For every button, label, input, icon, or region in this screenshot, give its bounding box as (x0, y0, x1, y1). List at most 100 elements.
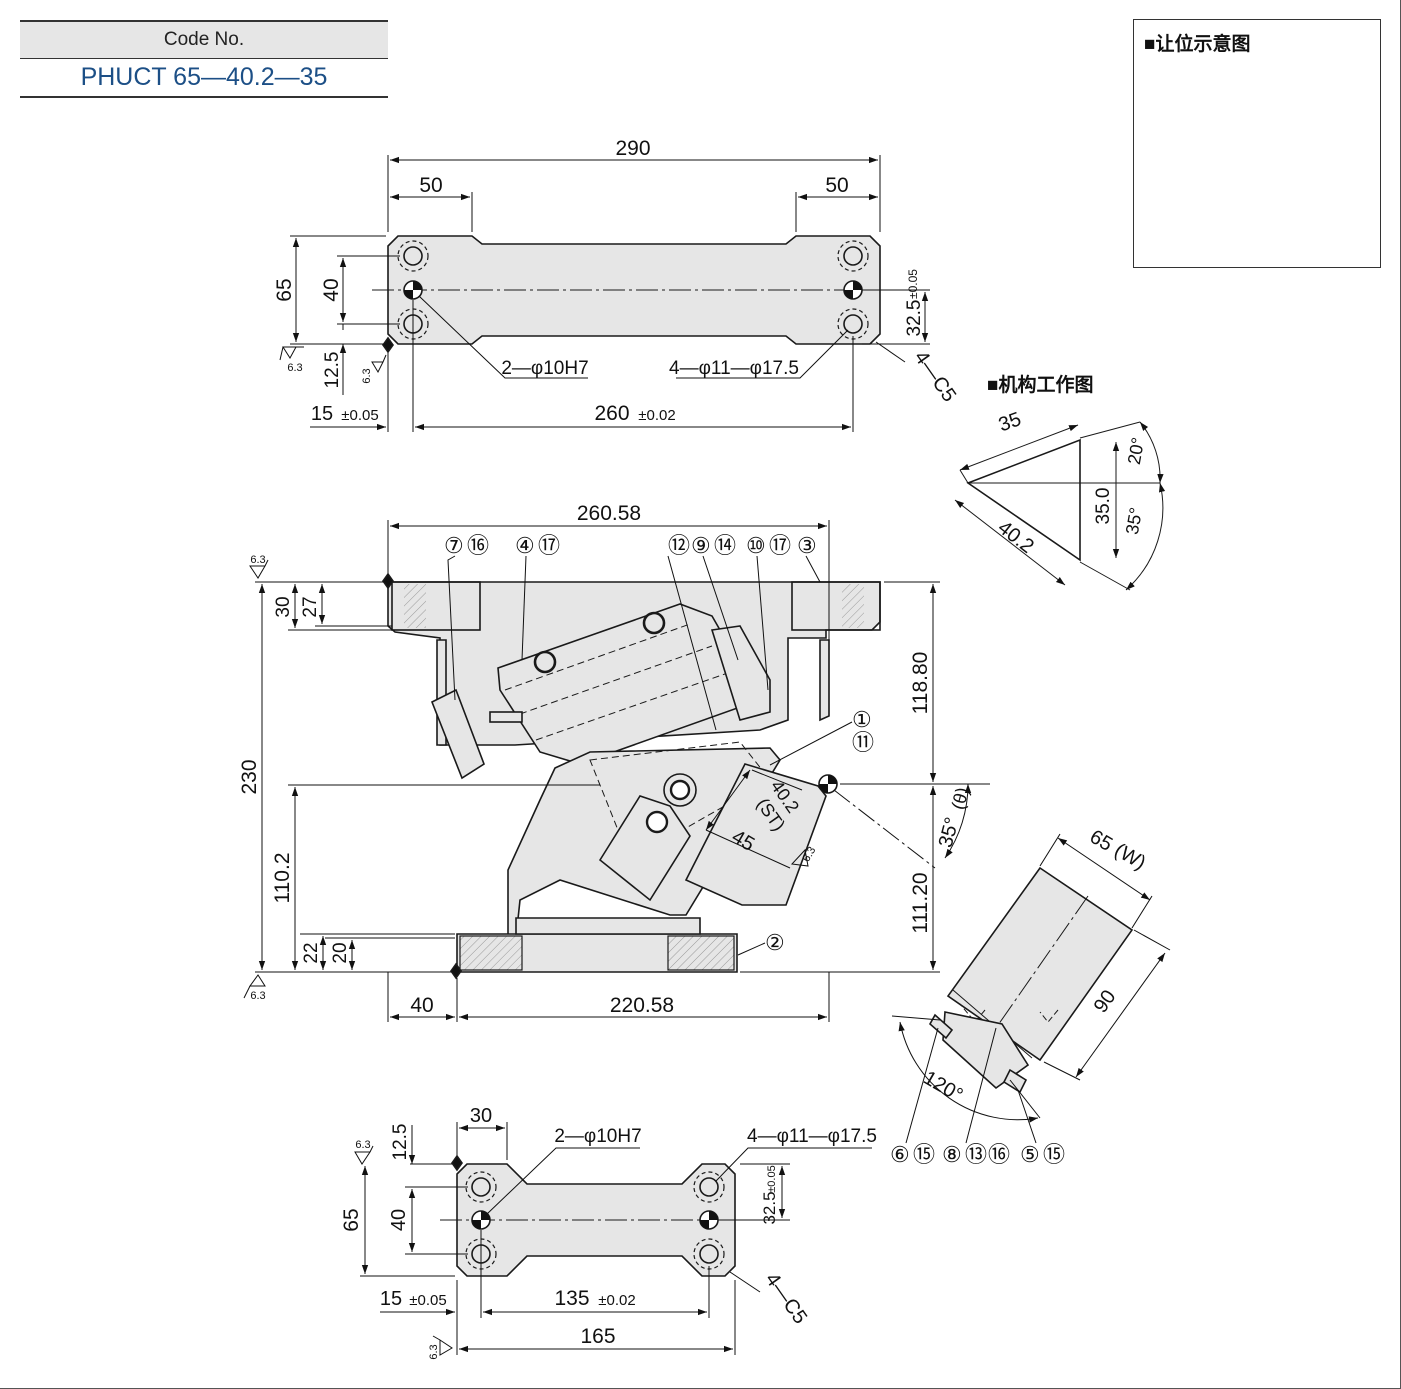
dim-40: 40 (320, 278, 343, 301)
dim-65: 65 (273, 278, 296, 301)
datum-marker-icon (451, 1154, 463, 1172)
angle-120: 120° (920, 1067, 967, 1107)
callout-9-14: ⑨ (691, 533, 711, 558)
dim-40: 40 (410, 994, 433, 1017)
front-view (382, 572, 881, 980)
roughness-63: 6.3 (250, 554, 265, 566)
tol-32-5: ±0.05 (906, 269, 920, 299)
dim-32-5: 32.5 (904, 300, 925, 337)
dim-110-2: 110.2 (271, 853, 294, 904)
roughness-63: 6.3 (355, 1139, 370, 1151)
callout-8-13-16: ⑯ (988, 1142, 1010, 1167)
front-view-dimensions (243, 520, 990, 1022)
reference-point-icon (818, 774, 838, 794)
callout-10-17: ⑩ (746, 533, 766, 558)
stopper-block (684, 763, 827, 906)
code-number-block: Code No. PHUCT 65—40.2—35 (20, 20, 388, 98)
clearance-inset: ■让位示意图 (1133, 19, 1381, 268)
datum-marker-icon (382, 572, 394, 590)
dim-20: 20 (330, 942, 351, 963)
width-value: 65 (1086, 826, 1116, 856)
pin-hole-icon (471, 1210, 719, 1230)
dim-15: 15 (311, 403, 333, 425)
callout-12: ⑫ (668, 533, 690, 558)
base-plate-outline (456, 1163, 736, 1277)
upper-cylinder (497, 603, 762, 765)
dim-15: 15 (380, 1288, 402, 1310)
pin-holes-label: 2—φ10H7 (554, 1126, 641, 1147)
roughness-63: 6.3 (250, 990, 265, 1002)
dim-30: 30 (273, 596, 294, 617)
side-view-dimensions (891, 833, 1171, 1144)
dim-30: 30 (470, 1105, 492, 1127)
dim-260: 260 (594, 402, 629, 425)
dim-90: 90 (1090, 986, 1121, 1017)
callout-7-16: ⑦ (444, 533, 464, 558)
callout-4-17: ⑰ (538, 533, 560, 558)
dim-290: 290 (615, 137, 650, 160)
pin-holes-label: 2—φ10H7 (501, 358, 588, 379)
dim-230: 230 (238, 759, 261, 794)
bolt-holes-label: 4—φ11—φ17.5 (747, 1126, 877, 1147)
dim-50-left: 50 (419, 174, 442, 197)
angle-20: 20° (1124, 436, 1148, 466)
bolt-holes-label: 4—φ11—φ17.5 (669, 358, 799, 379)
side-view (928, 866, 1134, 1094)
roughness-63: 6.3 (428, 1344, 440, 1359)
dim-118-80: 118.80 (909, 652, 932, 715)
code-value: PHUCT 65—40.2—35 (20, 59, 388, 98)
dim-135: 135 (554, 1287, 589, 1310)
clamp-handle (430, 688, 485, 780)
callout-1: ① (852, 707, 872, 732)
dim-32-5: 32.5 (760, 1191, 779, 1224)
chamfer-label: 4—C5 (910, 347, 961, 406)
dim-35: 35 (996, 408, 1024, 436)
angle-35: 35° (1122, 506, 1146, 536)
chamfer-label: 4—C5 (761, 1269, 812, 1328)
top-view-dimensions (279, 155, 930, 432)
dim-22: 22 (301, 942, 322, 963)
dim-111-20: 111.20 (909, 872, 932, 933)
bottom-view-dimensions (354, 1122, 872, 1356)
dim-27: 27 (300, 596, 321, 617)
callout-6-15: ⑮ (913, 1142, 935, 1167)
angle-label: (θ) (948, 785, 973, 811)
callout-7-16: ⑯ (467, 533, 489, 558)
callout-9-14: ⑭ (714, 533, 736, 558)
width-label: (W) (1111, 839, 1150, 874)
dim-65: 65 (340, 1208, 363, 1231)
dim-260-58: 260.58 (577, 502, 641, 525)
code-header: Code No. (20, 20, 388, 59)
dim-165: 165 (580, 1325, 615, 1348)
roughness-63: 6.3 (361, 368, 373, 383)
angle-value: 35° (935, 815, 964, 850)
callout-4-17: ④ (515, 533, 535, 558)
callout-3: ③ (797, 533, 817, 558)
callout-5-15: ⑮ (1043, 1142, 1065, 1167)
callout-6-15: ⑥ (890, 1142, 910, 1167)
tol-15: ±0.05 (341, 407, 378, 424)
tol-260: ±0.02 (638, 407, 675, 424)
dim-220-58: 220.58 (610, 994, 674, 1017)
top-view (372, 235, 905, 354)
dim-12-5: 12.5 (390, 1124, 411, 1161)
dim-35-0: 35.0 (1093, 488, 1114, 525)
datum-marker-icon (382, 336, 394, 354)
tol-15: ±0.05 (409, 1292, 446, 1309)
bottom-view (440, 1154, 760, 1277)
dim-50-right: 50 (825, 174, 848, 197)
callout-5-15: ⑤ (1020, 1142, 1040, 1167)
pin-hole-icon (403, 280, 863, 300)
datum-marker-icon (450, 962, 462, 980)
roughness-63: 6.3 (287, 362, 302, 374)
tol-32-5: ±0.05 (766, 1165, 778, 1192)
tol-135: ±0.02 (598, 1292, 635, 1309)
callout-11: ⑪ (852, 730, 874, 755)
callout-8-13-16: ⑧ (942, 1142, 962, 1167)
mechanism-title: ■机构工作图 (987, 375, 1094, 396)
callout-2: ② (765, 930, 785, 955)
dim-40: 40 (388, 1209, 410, 1231)
dim-12-5: 12.5 (322, 352, 343, 389)
